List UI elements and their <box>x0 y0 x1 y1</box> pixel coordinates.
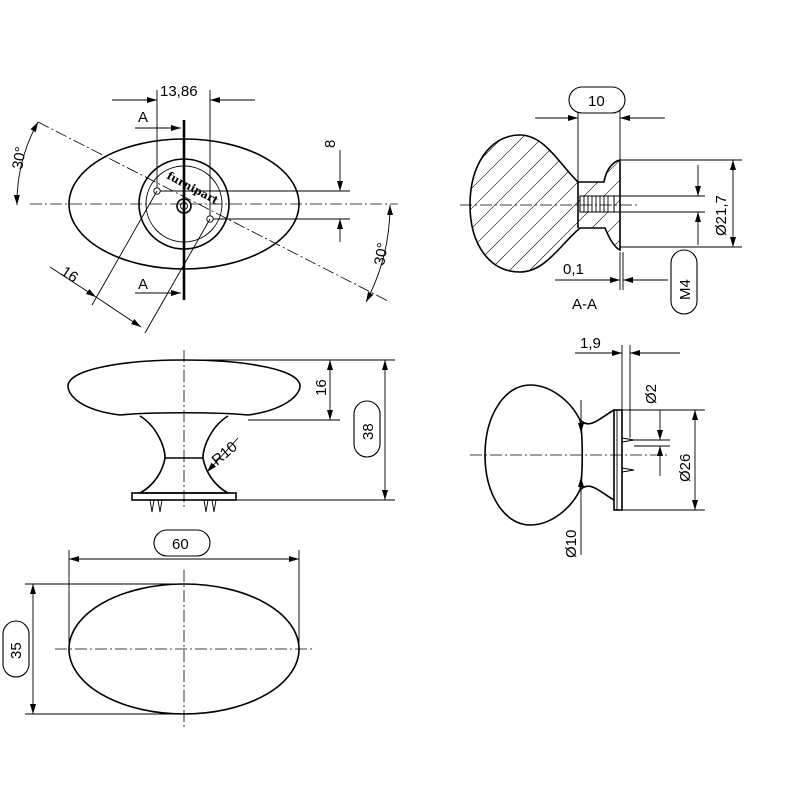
dim-flange-diameter: Ø26 <box>677 454 694 482</box>
section-marker-bottom: A <box>138 276 148 293</box>
side-view: 1,9 Ø2 Ø26 Ø10 <box>470 335 705 558</box>
dim-offset-16: 16 <box>58 263 81 286</box>
dim-depth-8: 8 <box>322 140 339 148</box>
outline-view: 60 35 <box>2 529 313 728</box>
flange-side <box>613 409 623 511</box>
dim-overall-height: 38 <box>360 423 377 440</box>
brand-mark: furnipart <box>165 169 222 207</box>
dim-angle-left: 30° <box>9 145 30 170</box>
dim-neck-diameter: Ø10 <box>563 530 580 558</box>
front-view: 16 38 R10 <box>67 350 395 513</box>
dim-head-height: 16 <box>313 379 330 396</box>
section-view: 10 Ø21,7 M4 0,1 A-A <box>460 86 742 315</box>
section-marker-top: A <box>138 109 148 126</box>
dim-overall-length: 60 <box>172 536 189 553</box>
dim-base-diameter: Ø21,7 <box>713 195 730 236</box>
top-view: furnipart A A 13,86 8 30° 30° <box>9 83 398 334</box>
head-side <box>484 384 584 526</box>
dim-gap: 0,1 <box>563 261 584 278</box>
dim-base-thickness: 1,9 <box>580 335 601 352</box>
section-label: A-A <box>572 296 597 313</box>
dim-center-distance: 13,86 <box>160 83 198 100</box>
thread-insert <box>579 195 615 213</box>
dim-angle-right: 30° <box>371 241 392 266</box>
dim-thread: M4 <box>677 279 694 300</box>
dim-overall-width: 35 <box>8 642 25 659</box>
dim-pin-diameter: Ø2 <box>643 384 660 404</box>
dim-section-depth: 10 <box>588 93 605 110</box>
